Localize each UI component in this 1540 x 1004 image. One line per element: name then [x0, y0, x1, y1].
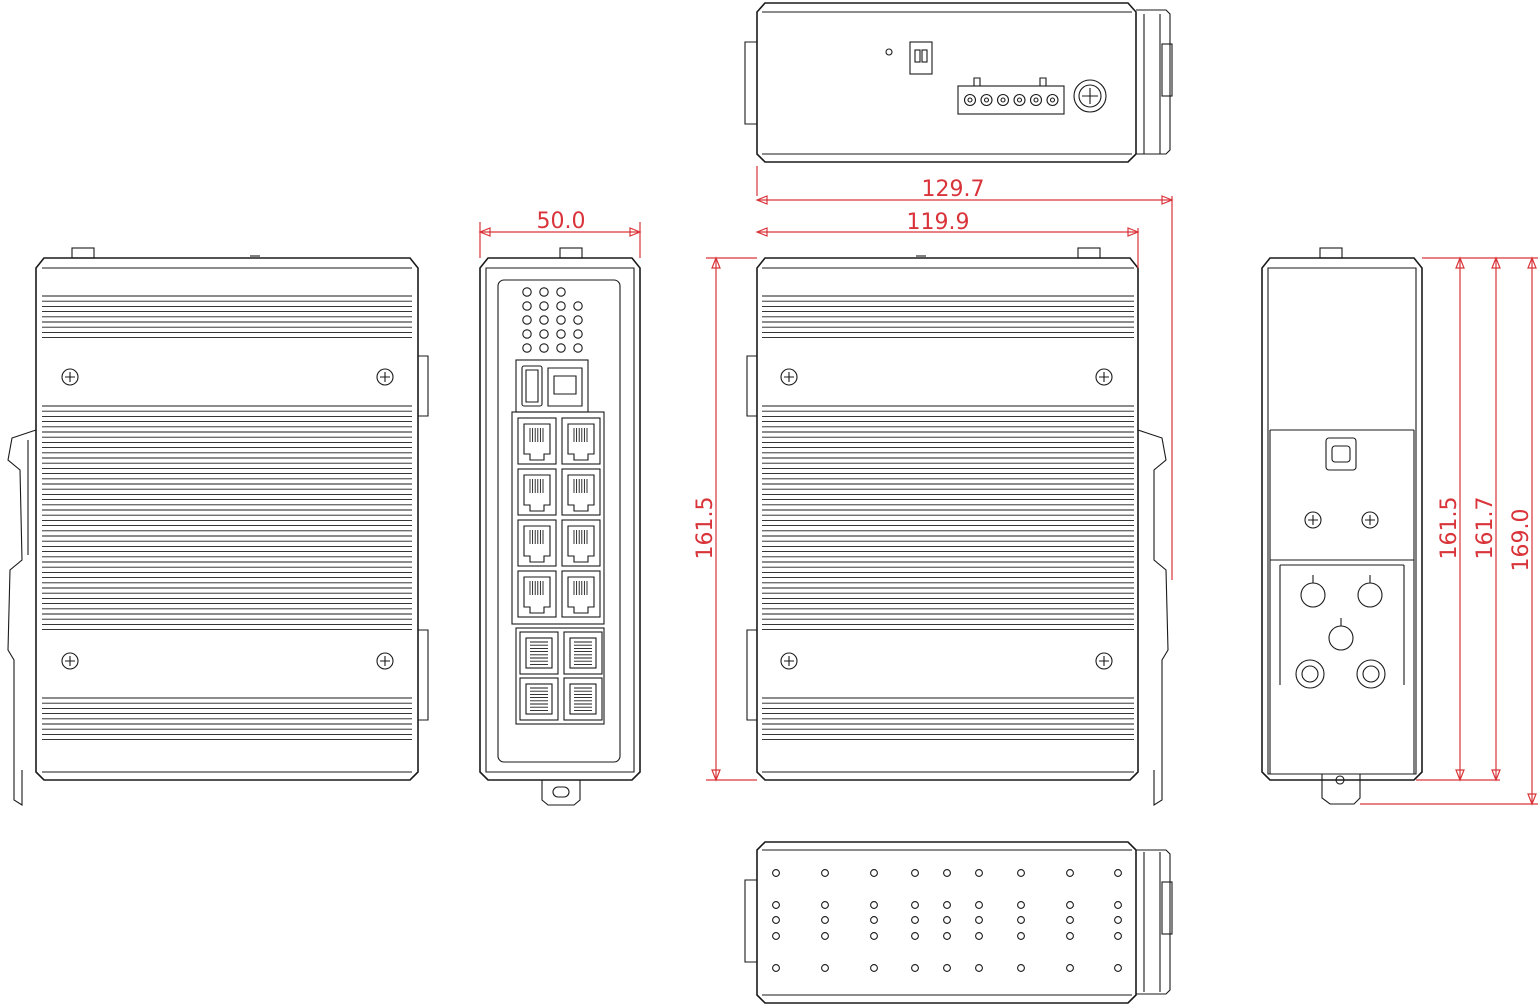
dim-height-rear-label: 161.5: [1437, 497, 1462, 560]
dim-height-total-label: 169.0: [1509, 509, 1534, 572]
top-view: [744, 2, 1173, 163]
front-port-view: [479, 247, 641, 806]
right-side-view: [746, 247, 1169, 806]
screw-icon: [1095, 652, 1113, 670]
screw-icon: [1304, 511, 1322, 529]
screw-icon: [376, 368, 394, 386]
dim-depth-label: 119.9: [907, 210, 970, 235]
left-side-view: [7, 247, 429, 806]
screw-icon: [376, 652, 394, 670]
dim-depth-clip-label: 129.7: [922, 177, 985, 202]
screw-icon: [780, 652, 798, 670]
dimension-lines: [478, 166, 1538, 806]
screw-icon: [1095, 368, 1113, 386]
dim-height-bracket-label: 161.7: [1473, 497, 1498, 560]
screw-icon: [1361, 511, 1379, 529]
screw-icon: [780, 368, 798, 386]
screw-icon: [61, 652, 79, 670]
dim-height-side-label: 161.5: [693, 497, 718, 560]
bottom-view: [744, 841, 1173, 1004]
ground-screw-icon: [1073, 79, 1107, 113]
rear-din-rail-view: [1261, 247, 1423, 805]
dim-width-label: 50.0: [537, 209, 586, 234]
screw-icon: [61, 368, 79, 386]
